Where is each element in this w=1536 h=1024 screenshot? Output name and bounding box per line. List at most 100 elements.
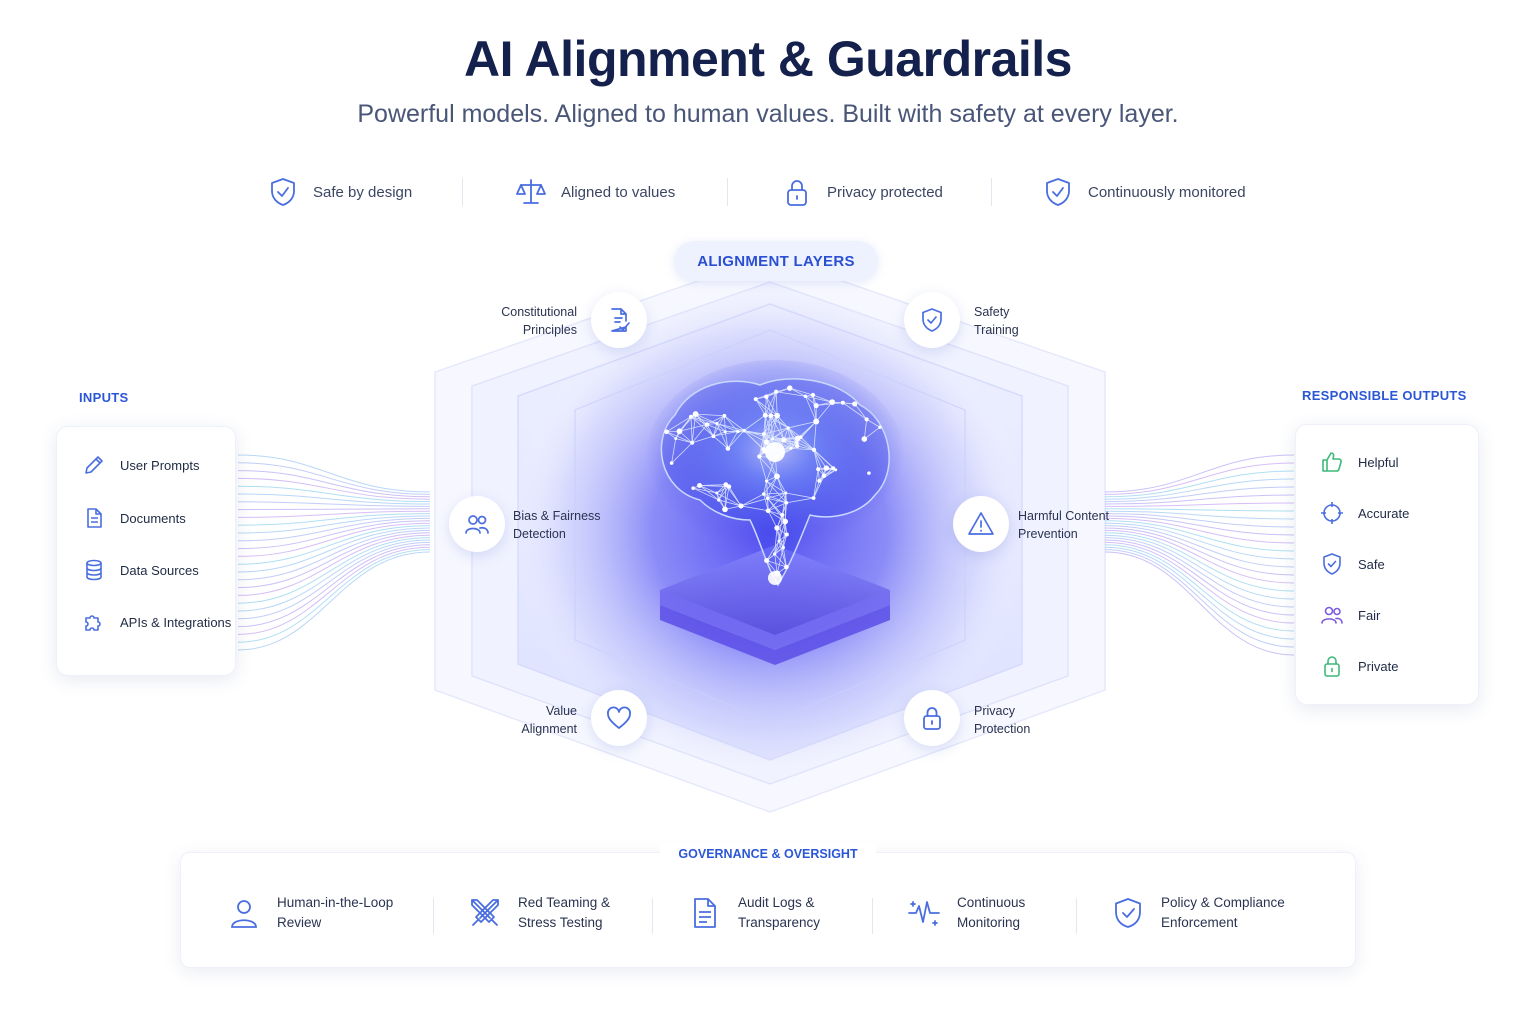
layer-label-line: Value [545, 704, 577, 718]
brain-network-node [795, 440, 799, 444]
output-item-label: Accurate [1358, 505, 1410, 521]
brain-network-node [765, 508, 771, 514]
governance-item-label: Red Teaming & Stress Testing [518, 893, 610, 933]
output-flow-line [1104, 541, 1295, 624]
brain-network-node [867, 471, 871, 475]
brain-network-node [761, 446, 767, 452]
governance-item-human-review[interactable]: Human-in-the-Loop Review [227, 893, 393, 933]
brain-network-link [716, 486, 730, 494]
brain-network-link [763, 433, 784, 441]
feature-label: Aligned to values [561, 183, 676, 201]
governance-item-label: Continuous Monitoring [957, 893, 1025, 933]
input-flow-line [237, 493, 431, 505]
governance-label-line: Continuous [957, 895, 1026, 910]
governance-item-policy-compliance[interactable]: Policy & Compliance Enforcement [1111, 893, 1285, 933]
brain-network-link [727, 430, 745, 449]
brain-network-node [813, 402, 819, 409]
output-item-label: Private [1358, 658, 1399, 674]
input-item-data-sources[interactable]: Data Sources [82, 558, 199, 582]
governance-label-line: Audit Logs & [738, 895, 815, 910]
layer-label-value-alignment: Value Alignment [477, 702, 577, 738]
brain-network-link [765, 414, 789, 429]
output-flow-line [1104, 529, 1295, 584]
document-check-icon [611, 308, 630, 332]
brain-network-link [716, 423, 745, 431]
brain-network-link [692, 435, 714, 444]
governance-heading: GOVERNANCE & OVERSIGHT [660, 844, 876, 864]
brain-network-node [723, 482, 729, 488]
output-item-safe[interactable]: Safe [1320, 552, 1385, 576]
brain-network-link [737, 431, 764, 435]
governance-item-audit-logs[interactable]: Audit Logs & Transparency [688, 893, 820, 933]
layer-node-constitutional-principles[interactable] [591, 292, 647, 348]
brain-network-link [755, 398, 772, 416]
brain-network-link [813, 449, 834, 469]
output-item-accurate[interactable]: Accurate [1320, 501, 1409, 525]
brain-network-link [718, 499, 742, 507]
page-subtitle: Powerful models. Aligned to human values… [357, 100, 1179, 128]
input-flow-line [237, 515, 431, 534]
layer-node-bias-fairness[interactable] [449, 496, 505, 552]
layer-label-harmful-content: Harmful Content Prevention [1018, 507, 1109, 543]
brain-network-link [770, 391, 777, 416]
brain-network-link [813, 449, 819, 470]
brain-network-link [706, 415, 725, 425]
brain-network-node [715, 421, 719, 426]
brain-network-node [704, 422, 710, 427]
brain-network-link [782, 547, 787, 568]
pulse-icon [908, 901, 940, 926]
brain-network-link [671, 438, 677, 464]
brain-network-node [784, 532, 789, 537]
layer-label-line: Safety [974, 305, 1010, 319]
input-flow-line [237, 485, 431, 503]
layer-node-privacy-protection[interactable] [904, 690, 960, 746]
brain-network-link [796, 441, 815, 451]
layer-label-line: Detection [513, 527, 566, 541]
brain-network-link [776, 527, 784, 548]
input-flow-line [237, 546, 431, 635]
brain-network-link [727, 431, 739, 449]
output-item-helpful[interactable]: Helpful [1320, 450, 1398, 474]
brain-network-node [774, 473, 780, 480]
layer-node-value-alignment[interactable] [591, 690, 647, 746]
brain-network-link [766, 415, 772, 443]
brain-network-link [789, 387, 814, 396]
brain-network-node [852, 401, 858, 407]
brain-network-link [724, 415, 726, 432]
brain-network-link [819, 469, 836, 482]
brain-network-link [671, 442, 693, 464]
governance-item-continuous-monitoring[interactable]: Continuous Monitoring [907, 893, 1025, 933]
brain-network-link [812, 394, 833, 403]
layer-node-safety-training[interactable] [904, 292, 960, 348]
input-item-user-prompts[interactable]: User Prompts [82, 453, 199, 477]
output-flow-line [1104, 532, 1295, 592]
brain-network-link [690, 416, 708, 425]
brain-network-link [767, 498, 787, 504]
brain-network-node [762, 412, 768, 418]
brain-network-node [688, 414, 694, 419]
layer-node-harmful-content[interactable] [953, 496, 1009, 552]
brain-network-node [725, 446, 731, 451]
output-flow-line [1104, 537, 1295, 608]
feature-aligned-to-values: Aligned to values [515, 170, 675, 214]
output-item-private[interactable]: Private [1320, 654, 1398, 678]
pencil-icon [85, 456, 103, 474]
output-flow-line [1104, 454, 1295, 493]
brain-network-link [766, 540, 780, 561]
brain-network-node [761, 432, 766, 436]
brain-network-link [706, 424, 726, 433]
divider [872, 898, 873, 934]
governance-item-red-teaming[interactable]: Red Teaming & Stress Testing [468, 893, 610, 933]
brain-network-link [740, 505, 769, 512]
brain-network-link [691, 414, 696, 443]
input-flow-line [237, 470, 431, 498]
output-item-fair[interactable]: Fair [1320, 603, 1380, 627]
brain-network-node [823, 465, 830, 471]
input-item-apis[interactable]: APIs & Integrations [82, 610, 231, 634]
feature-label: Safe by design [313, 183, 413, 201]
divider [727, 178, 728, 206]
input-item-documents[interactable]: Documents [82, 506, 186, 530]
output-flow-line [1104, 522, 1295, 560]
brain-network-link [815, 401, 833, 422]
brain-network-link [770, 415, 789, 429]
